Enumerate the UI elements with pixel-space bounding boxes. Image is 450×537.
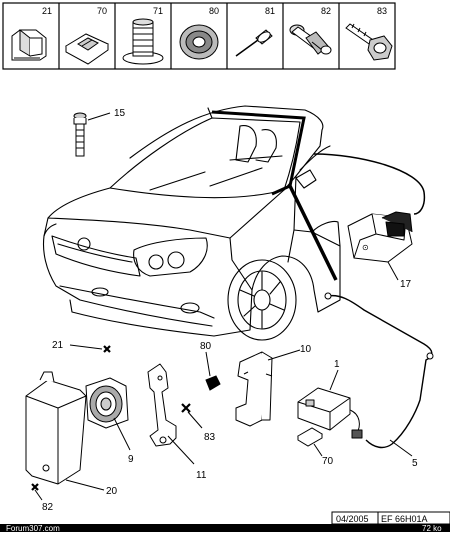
callout-80: 80 [200,341,212,352]
screw-icon [345,23,393,61]
car-illustration [42,105,341,341]
part-83-marker [181,403,203,429]
callout-10: 10 [300,344,312,355]
callout-82: 82 [42,502,54,513]
footer-brand: Forum307.com [6,524,60,532]
part-80-plug [205,351,221,391]
antenna-lead [288,185,338,281]
switch-cable [313,153,426,215]
callout-15: 15 [114,108,126,119]
part-10-bracket [235,349,301,427]
push-fastener-icon [289,24,332,55]
header-ref-70: 70 [97,6,107,16]
part-21-marker [69,344,111,353]
part-9-buzzer [85,377,131,451]
footer-bar [0,524,450,532]
clip-icon [11,28,47,61]
footer-size: 72 ko [422,524,442,532]
callout-1: 1 [334,359,340,370]
part-82-marker [31,483,43,501]
callout-70: 70 [322,456,334,467]
callout-20: 20 [106,486,118,497]
rivet-icon [235,29,273,57]
part-20-box [25,371,105,491]
square-clip-icon [64,33,110,65]
footer-code: EF 66H01A [381,514,428,524]
part-1-module [297,369,363,439]
header-ref-80: 80 [209,6,219,16]
callout-9: 9 [128,454,134,465]
part-70-clip [297,427,323,457]
part-11-bracket [147,363,195,465]
callout-17: 17 [400,279,412,290]
part-15-pin [73,112,111,157]
windscreen-antenna-strip [211,110,306,196]
header-ref-71: 71 [153,6,163,16]
header-ref-82: 82 [321,6,331,16]
part-17-switch: ⊙ [347,211,413,281]
ribbed-plug-icon [122,18,164,65]
svg-text:⊙: ⊙ [362,243,369,252]
header-ref-81: 81 [265,6,275,16]
callout-11: 11 [196,470,207,481]
callout-5: 5 [412,458,418,469]
footer-date: 04/2005 [336,514,369,524]
callout-83: 83 [204,432,216,443]
header-ref-83: 83 [377,6,387,16]
callout-21: 21 [52,340,64,351]
grommet-icon [179,24,219,60]
header-ref-21: 21 [42,6,52,16]
antenna-cable [327,294,433,449]
